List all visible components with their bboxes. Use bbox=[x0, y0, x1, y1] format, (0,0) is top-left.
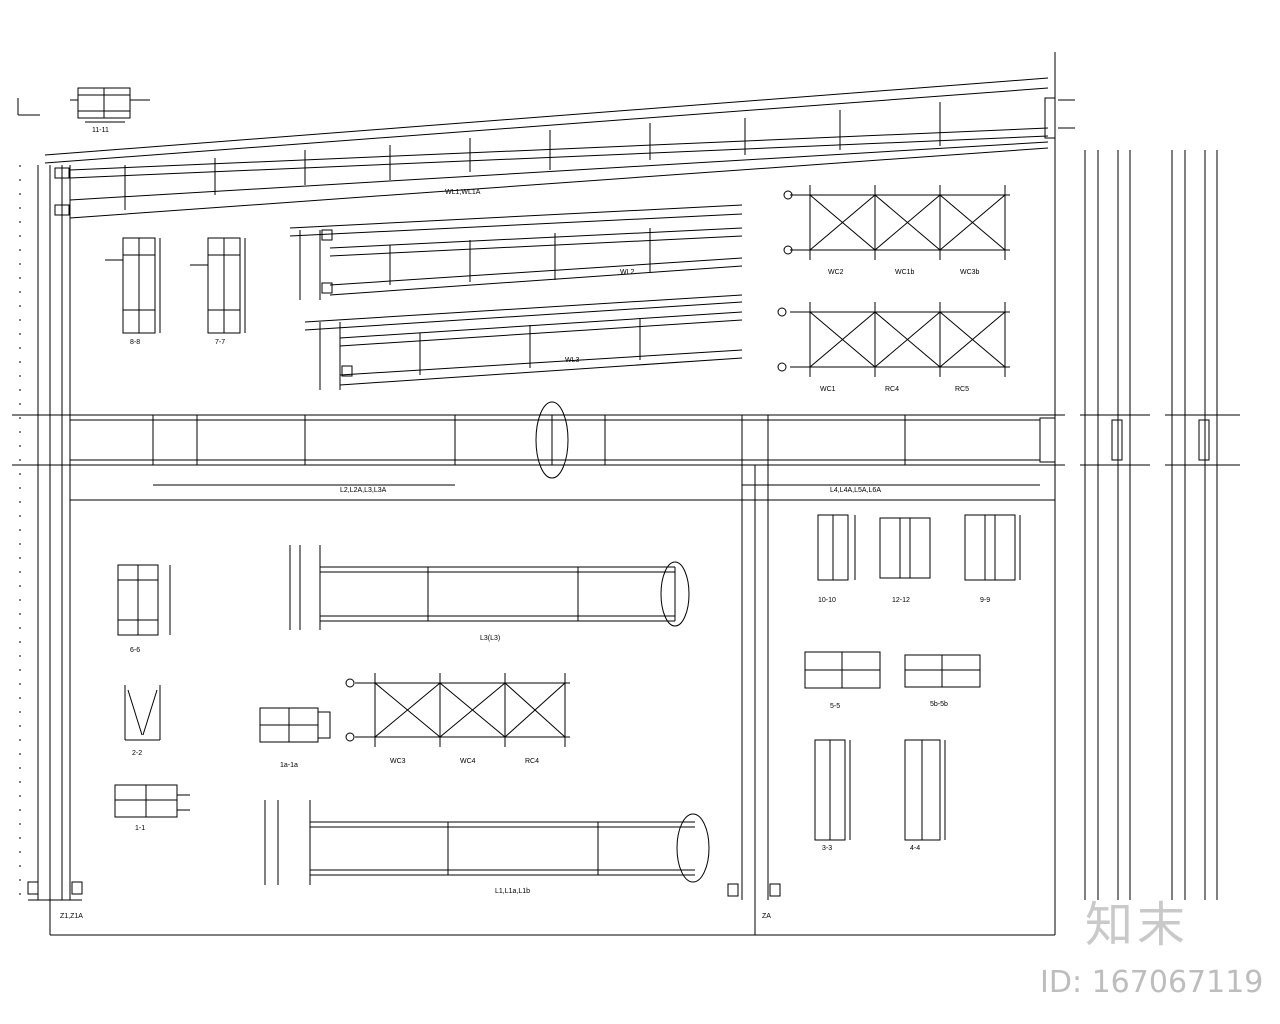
label-sec-55: 5-5 bbox=[830, 703, 840, 710]
label-sec-1212: 12-12 bbox=[892, 597, 910, 604]
frame-lines bbox=[49, 52, 1056, 936]
label-brace-4: WC1 bbox=[820, 386, 836, 393]
section-6-6 bbox=[117, 564, 171, 636]
section-8-8 bbox=[105, 237, 161, 334]
section-10-10 bbox=[817, 514, 856, 581]
section-3-3 bbox=[814, 739, 851, 841]
column-z1 bbox=[19, 165, 83, 901]
label-sec-99: 9-9 bbox=[980, 597, 990, 604]
bracing-panel-2 bbox=[777, 302, 1010, 377]
label-col-mid: ZA bbox=[762, 913, 771, 920]
label-sec-33: 3-3 bbox=[822, 845, 832, 852]
label-brace-6: RC5 bbox=[955, 386, 969, 393]
label-beam-mid-right: L4,L4A,L5A,L6A bbox=[830, 487, 881, 494]
label-brace-5: RC4 bbox=[885, 386, 899, 393]
label-sec-77: 7-7 bbox=[215, 339, 225, 346]
section-9-9 bbox=[964, 514, 1021, 581]
label-wl2: WL2 bbox=[620, 269, 635, 276]
label-brace-2: WC1b bbox=[895, 269, 915, 276]
beam-l3 bbox=[289, 545, 690, 630]
section-2-2 bbox=[124, 685, 161, 741]
label-brace-1: WC2 bbox=[828, 269, 844, 276]
watermark-id: ID: 167067119 bbox=[1040, 965, 1264, 1000]
label-sec-5b: 5b-5b bbox=[930, 701, 948, 708]
beam-l1 bbox=[264, 800, 710, 885]
label-sec-66: 6-6 bbox=[130, 647, 140, 654]
label-col-left: Z1,Z1A bbox=[60, 913, 83, 920]
label-brace-8: WC4 bbox=[460, 758, 476, 765]
label-wl3: WL3 bbox=[565, 357, 580, 364]
label-brace-7: WC3 bbox=[390, 758, 406, 765]
section-1a-1a bbox=[259, 707, 331, 743]
label-sec-11: 11-11 bbox=[92, 127, 109, 134]
label-sec-88: 8-8 bbox=[130, 339, 140, 346]
section-7-7 bbox=[190, 237, 246, 334]
beam-main bbox=[12, 401, 1065, 486]
rafter-wl3 bbox=[304, 294, 743, 390]
label-brace-9: RC4 bbox=[525, 758, 539, 765]
label-sec-22: 2-2 bbox=[132, 750, 142, 757]
bracing-panel-3 bbox=[345, 673, 570, 747]
bracing-panel-1 bbox=[783, 185, 1010, 260]
section-5b-5b bbox=[904, 654, 981, 688]
label-beam-mid-left: L2,L2A,L3,L3A bbox=[340, 487, 387, 494]
section-1-1 bbox=[114, 784, 190, 818]
label-beam-top: WL1,WL1A bbox=[445, 189, 481, 196]
section-12-12 bbox=[879, 517, 931, 579]
watermark-logo: 知末 bbox=[1085, 897, 1190, 953]
rafter-wl1 bbox=[44, 77, 1075, 219]
column-za bbox=[727, 465, 781, 900]
label-brace-3: WC3b bbox=[960, 269, 980, 276]
label-beam-l3: L3(L3) bbox=[480, 635, 500, 642]
section-11-11 bbox=[17, 87, 150, 123]
label-sec-1010: 10-10 bbox=[818, 597, 836, 604]
label-beam-l1: L1,L1a,L1b bbox=[495, 888, 530, 895]
label-sec-11b: 1-1 bbox=[135, 825, 145, 832]
section-4-4 bbox=[904, 739, 946, 841]
section-5-5 bbox=[804, 651, 881, 689]
column-right-a bbox=[1080, 150, 1150, 900]
label-sec-1a: 1a-1a bbox=[280, 762, 298, 769]
column-right-b bbox=[1165, 150, 1240, 900]
label-sec-44: 4-4 bbox=[910, 845, 920, 852]
rafter-wl2 bbox=[289, 204, 743, 300]
